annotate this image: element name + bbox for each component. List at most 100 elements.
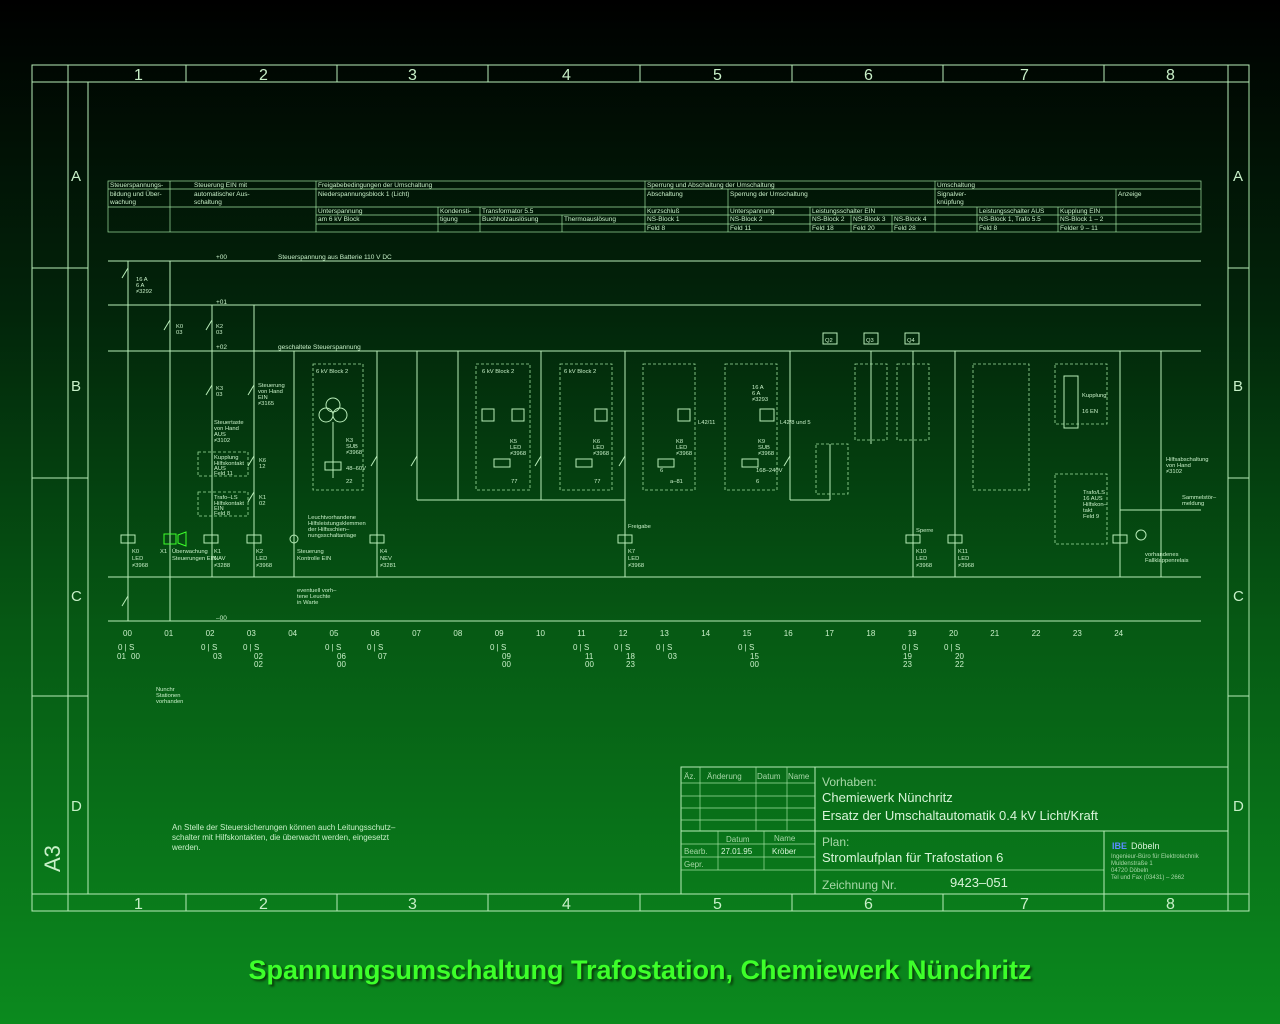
sheet-size-label: A3 (40, 845, 65, 872)
path-number: 07 (412, 629, 421, 638)
svg-text:16 A: 16 A (136, 277, 148, 283)
svg-text:L42/8 und 5: L42/8 und 5 (780, 420, 811, 426)
svg-text:0 | S: 0 | S (201, 643, 217, 652)
svg-text:K0: K0 (132, 549, 139, 555)
svg-text:15: 15 (750, 652, 759, 661)
svg-text:NS-Block 1, Trafo 5.5: NS-Block 1, Trafo 5.5 (979, 216, 1041, 223)
svg-text:K11: K11 (958, 549, 968, 555)
svg-text:SUB: SUB (346, 444, 358, 450)
svg-text:NS-Block 1: NS-Block 1 (647, 216, 680, 223)
svg-text:Hilfskontakt: Hilfskontakt (214, 501, 244, 507)
svg-text:9423–051: 9423–051 (950, 875, 1008, 890)
svg-text:Datum: Datum (726, 835, 750, 844)
svg-text:A: A (1233, 168, 1243, 185)
svg-text:Sammelstör–: Sammelstör– (1182, 495, 1217, 501)
path-number: 19 (908, 629, 917, 638)
svg-text:NAV: NAV (214, 556, 226, 562)
svg-text:01: 01 (117, 652, 126, 661)
svg-text:02: 02 (254, 660, 263, 669)
svg-text:An Stelle der Steuersicherunge: An Stelle der Steuersicherungen können a… (172, 823, 396, 832)
svg-text:≠3968: ≠3968 (958, 563, 974, 569)
svg-text:Kupplung EIN: Kupplung EIN (1060, 208, 1100, 215)
svg-text:Steuerung: Steuerung (297, 549, 324, 555)
svg-text:07: 07 (378, 652, 387, 661)
svg-text:Signalver-: Signalver- (937, 191, 966, 198)
path-number: 00 (123, 629, 132, 638)
col-label-top: 1 (134, 67, 143, 84)
svg-text:a–81: a–81 (670, 479, 683, 485)
svg-text:Leistungsschalter EIN: Leistungsschalter EIN (812, 208, 876, 215)
svg-text:Feld 11: Feld 11 (214, 471, 233, 477)
svg-text:Feld 18: Feld 18 (812, 225, 834, 232)
svg-text:≠3968: ≠3968 (628, 563, 644, 569)
svg-text:Kupplung: Kupplung (1082, 393, 1107, 399)
svg-text:Hilfskontakt: Hilfskontakt (214, 461, 244, 467)
svg-text:Thermoauslösung: Thermoauslösung (564, 216, 616, 223)
svg-text:–00: –00 (216, 615, 227, 622)
svg-text:23: 23 (626, 660, 635, 669)
svg-text:168–240V: 168–240V (756, 468, 783, 474)
svg-text:K4: K4 (380, 549, 388, 555)
svg-text:LED: LED (510, 445, 521, 451)
svg-text:0 | S: 0 | S (944, 643, 960, 652)
title-block (680, 766, 1229, 895)
svg-text:Feld 11: Feld 11 (730, 225, 752, 232)
svg-text:Muldenstraße 1: Muldenstraße 1 (1111, 861, 1153, 867)
path-number: 15 (743, 629, 752, 638)
svg-text:0 | S: 0 | S (325, 643, 341, 652)
svg-text:4: 4 (562, 896, 571, 913)
svg-text:0 | S: 0 | S (902, 643, 918, 652)
svg-text:EIN: EIN (258, 395, 268, 401)
svg-text:04720 Döbeln: 04720 Döbeln (1111, 868, 1148, 874)
svg-text:LED: LED (256, 556, 267, 562)
svg-text:Felder 9 – 11: Felder 9 – 11 (1060, 225, 1098, 232)
svg-text:Gepr.: Gepr. (684, 860, 704, 869)
row-labels: AB CD AB CD (71, 168, 1244, 815)
svg-text:SUB: SUB (758, 445, 770, 451)
svg-text:0 | S: 0 | S (367, 643, 383, 652)
svg-text:≠3292: ≠3292 (136, 289, 152, 295)
svg-text:NS-Block 3: NS-Block 3 (853, 216, 886, 223)
svg-text:K6: K6 (593, 439, 600, 445)
svg-text:LED: LED (676, 445, 687, 451)
path-number: 10 (536, 629, 545, 638)
svg-text:Feld 20: Feld 20 (853, 225, 875, 232)
svg-text:LED: LED (916, 556, 927, 562)
svg-text:00: 00 (131, 652, 140, 661)
svg-text:Kupplung: Kupplung (214, 455, 239, 461)
svg-text:6 A: 6 A (136, 283, 145, 289)
svg-text:Änderung: Änderung (707, 772, 742, 781)
svg-text:Leuchtvorhandene: Leuchtvorhandene (308, 515, 356, 521)
path-number: 02 (206, 629, 215, 638)
svg-text:von Hand: von Hand (258, 389, 283, 395)
svg-text:Freigabebedingungen der Umscha: Freigabebedingungen der Umschaltung (318, 182, 433, 189)
svg-text:+02: +02 (216, 344, 227, 351)
svg-text:Abschaltung: Abschaltung (647, 191, 683, 198)
svg-text:Steuerung EIN mit: Steuerung EIN mit (194, 182, 247, 189)
svg-text:K10: K10 (916, 549, 926, 555)
svg-text:K0: K0 (176, 324, 183, 330)
svg-text:Feld 28: Feld 28 (894, 225, 916, 232)
svg-text:Kontrolle EIN: Kontrolle EIN (297, 556, 331, 562)
svg-text:B: B (1233, 378, 1243, 395)
svg-text:4: 4 (562, 67, 571, 84)
svg-text:≠3102: ≠3102 (214, 438, 230, 444)
svg-text:C: C (71, 588, 82, 605)
svg-text:wachung: wachung (109, 199, 136, 206)
svg-text:≠3968: ≠3968 (256, 563, 272, 569)
svg-text:K2: K2 (216, 324, 223, 330)
svg-text:6: 6 (660, 468, 663, 474)
svg-text:8: 8 (1166, 896, 1175, 913)
path-number: 16 (784, 629, 793, 638)
svg-text:Kröber: Kröber (772, 847, 796, 856)
svg-text:K9: K9 (758, 439, 765, 445)
svg-text:takt: takt (1083, 508, 1093, 514)
svg-text:Ersatz der Umschaltautomatik: Ersatz der Umschaltautomatik 0.4 kV Lich… (822, 808, 1098, 823)
svg-text:tigung: tigung (440, 216, 458, 223)
svg-text:Steuertaste: Steuertaste (214, 420, 244, 426)
path-number: 04 (288, 629, 297, 638)
svg-text:LED: LED (593, 445, 604, 451)
svg-text:Sperrung der Umschaltung: Sperrung der Umschaltung (730, 191, 808, 198)
